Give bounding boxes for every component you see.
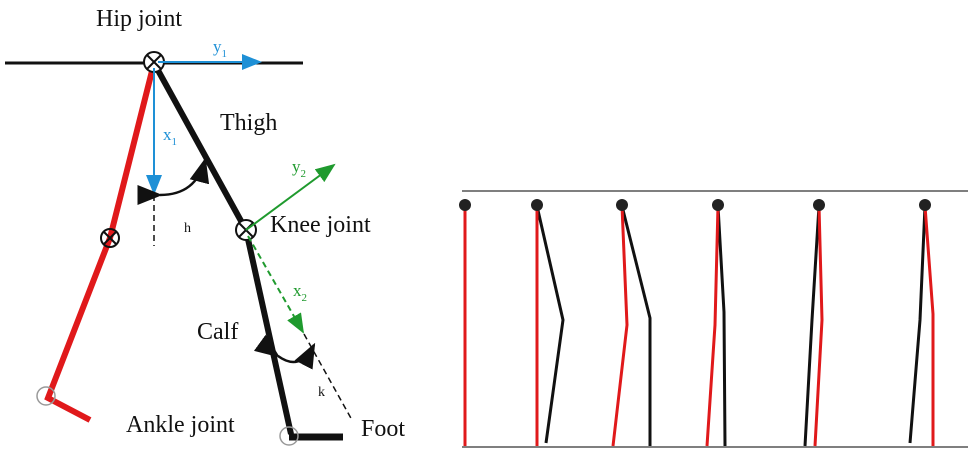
ankle-joint-label: Ankle joint (126, 412, 235, 438)
hip-joint-label: Hip joint (96, 6, 182, 32)
angle-k-arc (253, 334, 316, 370)
y1-axis-label: y1 (213, 37, 227, 60)
calf-segment (243, 229, 294, 435)
hip-joint-icon (712, 199, 724, 211)
gait-sequence (459, 190, 968, 448)
angle-h-label: h (184, 221, 191, 236)
foot-label: Foot (361, 416, 405, 442)
hip-joint-icon (531, 199, 543, 211)
swing-ankle-joint-icon (36, 386, 56, 406)
hip-joint-icon (919, 199, 931, 211)
angle-h-arc (137, 157, 210, 206)
swing-leg (705, 205, 720, 447)
y2-axis-arrow (245, 163, 336, 231)
stance-leg (535, 205, 565, 444)
swing-knee-joint-icon (100, 228, 120, 248)
hip-joint-icon (459, 199, 471, 211)
stance-leg (908, 205, 927, 444)
gait-frame (531, 199, 565, 446)
stance-leg (803, 205, 821, 447)
swing-leg (611, 205, 629, 447)
gait-frame (803, 199, 825, 447)
swing-leg (923, 205, 935, 446)
ankle-joint-icon (279, 426, 299, 446)
x1-axis-label: x1 (163, 125, 177, 148)
leg-model-diagram: Hip joint Thigh Knee joint Calf Ankle jo… (5, 6, 405, 446)
stance-leg (716, 205, 727, 447)
gait-frame (459, 199, 471, 446)
gait-frame (705, 199, 727, 447)
hip-joint-icon (813, 199, 825, 211)
swing-leg (44, 62, 157, 423)
gait-frame (611, 199, 652, 447)
knee-joint-label: Knee joint (270, 212, 371, 238)
angle-k-label: k (318, 385, 325, 400)
x2-axis-arrow (247, 235, 304, 334)
swing-leg (813, 205, 824, 447)
thigh-label: Thigh (220, 110, 277, 136)
x2-axis-label: x2 (293, 281, 307, 304)
y2-axis-label: y2 (292, 157, 306, 180)
thigh-extension-line (303, 333, 353, 421)
hip-joint-icon (616, 199, 628, 211)
thigh-segment (151, 61, 249, 232)
calf-label: Calf (197, 319, 238, 345)
gait-frame (908, 199, 935, 446)
stance-leg (620, 205, 652, 446)
